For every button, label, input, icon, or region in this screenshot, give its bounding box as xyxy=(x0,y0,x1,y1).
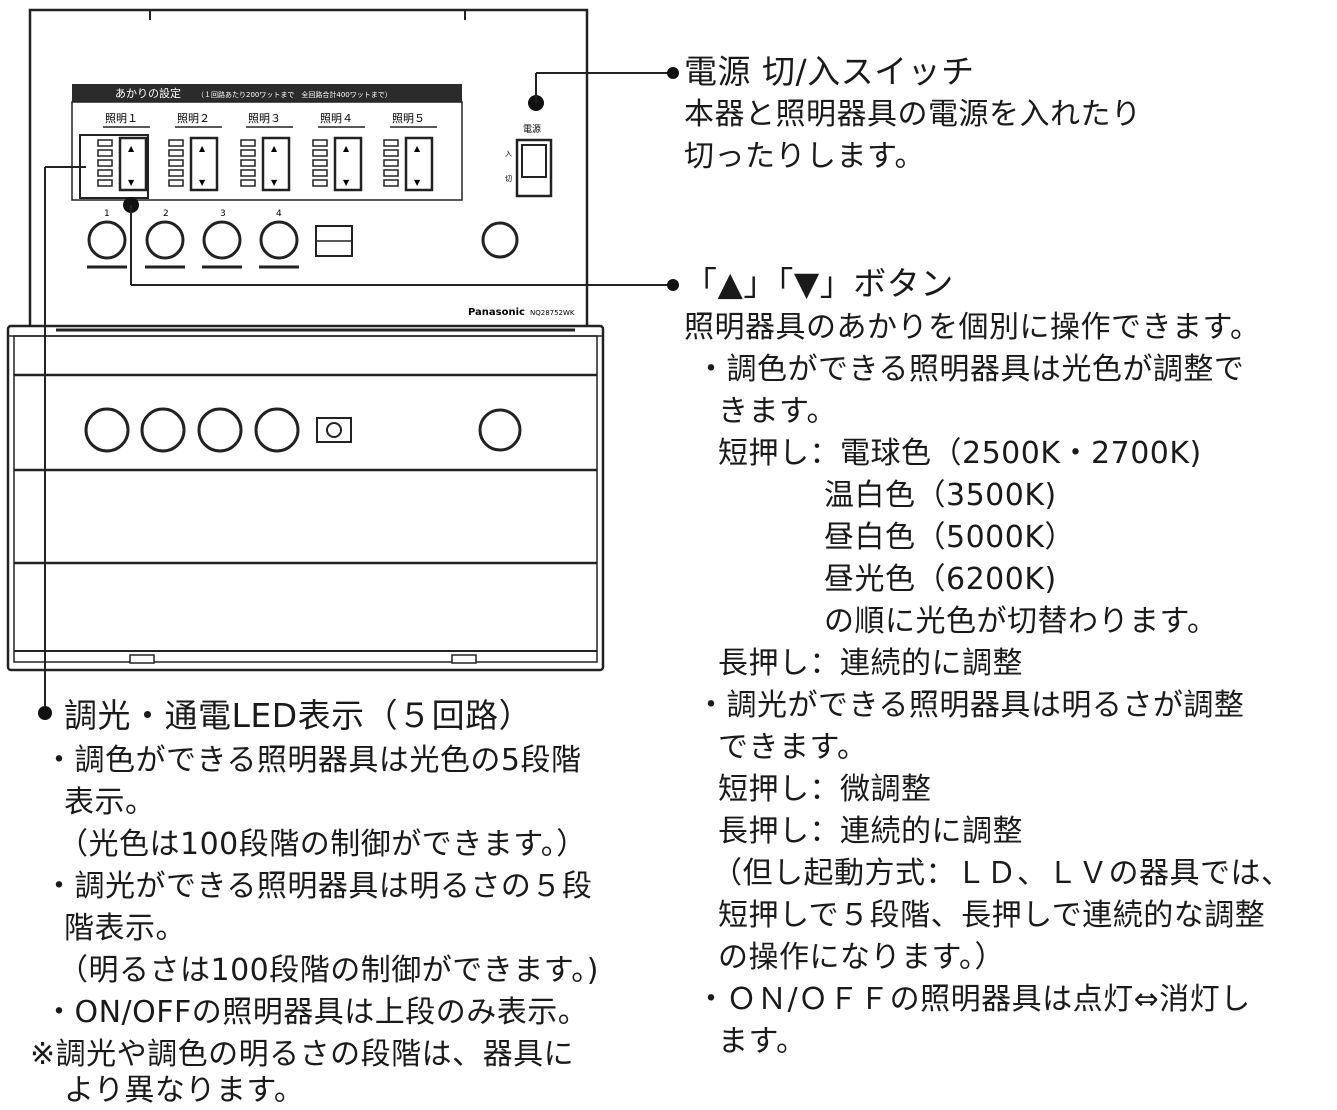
settings-header-bar xyxy=(72,84,462,102)
led-desc-line: ・ON/OFFの照明器具は上段のみ表示。 xyxy=(44,995,589,1030)
light-label-2: 照明２ xyxy=(177,112,210,125)
led-desc-line: 表示。 xyxy=(64,785,156,820)
button-desc-line: の順に光色が切替わります。 xyxy=(824,604,1218,639)
light-label-3: 照明３ xyxy=(248,112,281,125)
brand-logo: Panasonic xyxy=(468,307,525,318)
button-desc-line: きます。 xyxy=(718,394,837,429)
led-desc-line: （明るさは100段階の制御ができます。) xyxy=(58,953,599,988)
led-desc-line: （光色は100段階の制御ができます。） xyxy=(58,827,587,862)
settings-note: （１回路あたり200ワットまで 全回路合計400ワットまで） xyxy=(197,90,392,99)
led-desc-line: より異なります。 xyxy=(64,1073,305,1108)
power-off-label: 切 xyxy=(505,175,512,183)
svg-text:▼: ▼ xyxy=(128,178,135,187)
model-number: NQ28752WK xyxy=(530,309,575,317)
power-on-label: 入 xyxy=(505,150,512,158)
device-lower-cover xyxy=(6,324,605,672)
svg-text:▼: ▼ xyxy=(199,178,206,187)
button-desc-line: 長押し：連続的に調整 xyxy=(718,646,1023,681)
button-desc-line: 長押し：連続的に調整 xyxy=(718,814,1023,849)
button-desc-line: ます。 xyxy=(718,1024,807,1059)
light-label-1: 照明１ xyxy=(105,112,138,125)
device-illustration: あかりの設定 （１回路あたり200ワットまで 全回路合計400ワットまで） 照明… xyxy=(6,8,605,692)
updown-buttons: ▲ ▼ ▲ ▼ ▲ ▼ ▲ ▼ ▲ ▼ xyxy=(118,136,434,192)
svg-text:▲: ▲ xyxy=(199,144,206,153)
led-leader-line xyxy=(44,166,86,692)
svg-text:▼: ▼ xyxy=(414,178,421,187)
power-switch: 電源 入 切 xyxy=(505,124,553,198)
button-desc-line: ・調光ができる照明器具は明るさが調整 xyxy=(696,688,1245,723)
button-desc-line: 照明器具のあかりを個別に操作できます。 xyxy=(684,310,1261,345)
power-desc-2: 切ったりします。 xyxy=(684,139,925,174)
button-desc-line: 短押しで５段階、長押しで連続的な調整 xyxy=(718,898,1266,933)
power-switch-title: 電源 切/入スイッチ xyxy=(684,52,975,91)
button-desc-line: ・調色ができる照明器具は光色が調整で xyxy=(696,352,1245,387)
led-desc-line: ※調光や調色の明るさの段階は、器具に xyxy=(30,1037,575,1072)
scene-buttons: 1 2 3 4 xyxy=(87,209,519,269)
settings-title: あかりの設定 xyxy=(115,86,181,100)
svg-text:▲: ▲ xyxy=(343,144,350,153)
led-desc-line: ・調色ができる照明器具は光色の5段階 xyxy=(44,743,582,778)
button-desc-line: 温白色（3500K) xyxy=(824,478,1057,513)
leader-extensions xyxy=(38,67,679,720)
svg-text:▼: ▼ xyxy=(343,178,350,187)
button-desc-line: ・ＯＮ/ＯＦＦの照明器具は点灯⇔消灯し xyxy=(696,982,1251,1017)
svg-text:3: 3 xyxy=(220,209,226,219)
svg-text:1: 1 xyxy=(104,209,110,219)
button-desc-line: 短押し：電球色（2500K・2700K) xyxy=(718,436,1202,471)
led-display-title: 調光・通電LED表示（５回路） xyxy=(64,696,533,735)
svg-text:2: 2 xyxy=(163,209,169,219)
led-indicators xyxy=(97,139,399,187)
light-label-4: 照明４ xyxy=(320,112,353,125)
power-label: 電源 xyxy=(523,124,541,135)
svg-text:▲: ▲ xyxy=(271,144,278,153)
svg-text:▲: ▲ xyxy=(414,144,421,153)
button-desc-line: 昼光色（6200K) xyxy=(824,562,1057,597)
button-desc-line: （但し起動方式：ＬＤ、ＬＶの器具では、 xyxy=(712,856,1292,891)
led-desc-line: ・調光ができる照明器具は明るさの５段 xyxy=(44,869,593,904)
light-label-5: 照明５ xyxy=(392,112,425,125)
button-desc-line: 短押し：微調整 xyxy=(718,772,932,807)
button-desc-line: できます。 xyxy=(718,730,868,765)
svg-text:▲: ▲ xyxy=(128,144,135,153)
button-desc-line: の操作になります。） xyxy=(718,940,1005,975)
svg-text:4: 4 xyxy=(276,209,282,219)
button-desc-line: 昼白色（5000K） xyxy=(824,520,1076,555)
led-desc-line: 階表示。 xyxy=(64,911,186,946)
light-labels: 照明１ 照明２ 照明３ 照明４ 照明５ xyxy=(103,112,437,128)
svg-text:▼: ▼ xyxy=(271,178,278,187)
button-leader-line xyxy=(123,197,139,285)
updown-button-title: 「▲」「▼」ボタン xyxy=(684,264,954,303)
power-desc-1: 本器と照明器具の電源を入れたり xyxy=(684,97,1142,132)
